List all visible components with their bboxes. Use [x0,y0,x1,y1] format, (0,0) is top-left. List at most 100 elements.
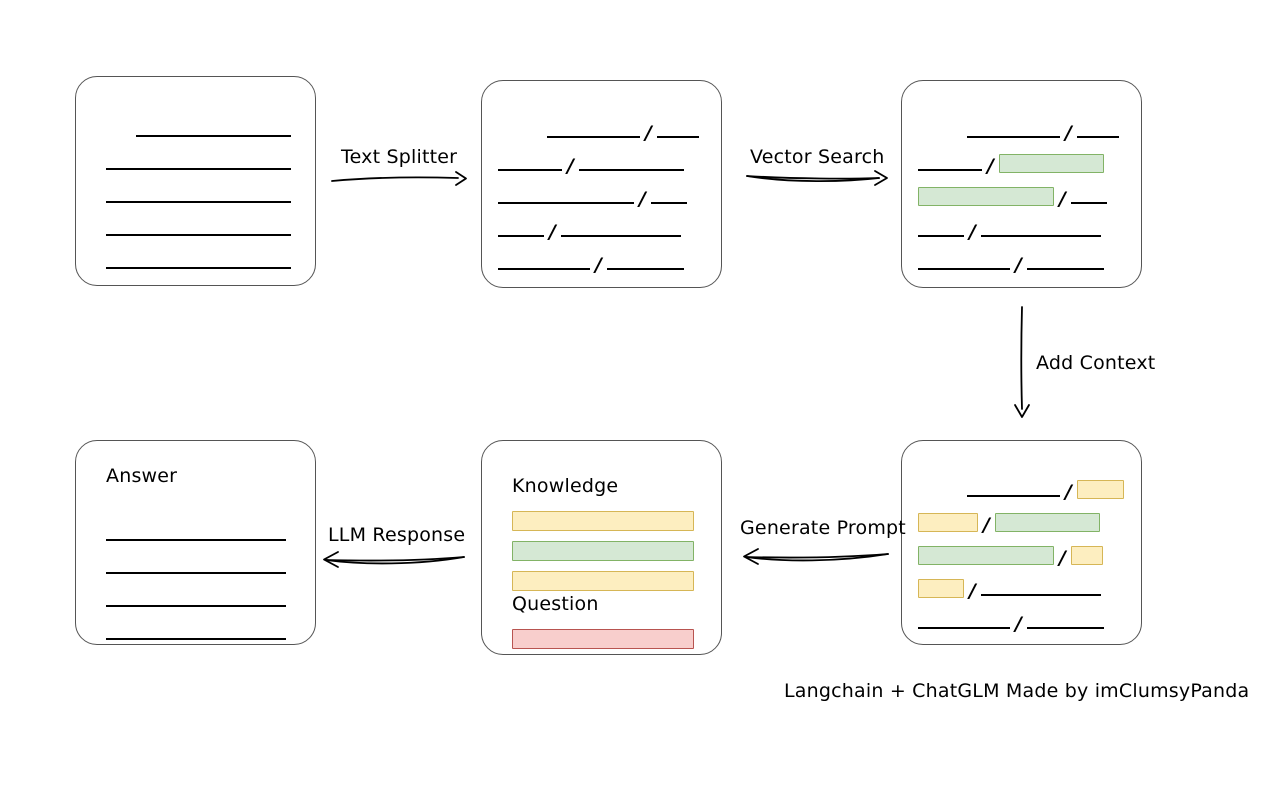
chunk-separator-slash: / [1059,188,1066,210]
text-line-segment [136,135,291,137]
text-line-row: / [902,116,1141,143]
text-line-row: / [902,541,1141,569]
text-line-segment [918,627,1010,629]
text-line-segment [606,268,684,270]
chunk-separator-slash: / [1065,481,1072,503]
text-line-segment [106,267,291,269]
arrow-vector-search [746,170,888,186]
chunk-separator-slash: / [1015,254,1022,276]
text-line-row [76,552,315,574]
text-line-segment [967,495,1060,497]
text-line-row [76,618,315,640]
answer-box: Answer [75,440,316,645]
prompt-section-heading: Question [512,593,599,615]
context-added-box: / / / / / [901,440,1142,645]
arrow-generate-prompt [743,548,889,565]
text-line-row: / [902,215,1141,243]
text-line-segment [547,136,640,138]
text-line-row: / [902,182,1141,210]
chunk-separator-slash: / [567,155,574,177]
footer-credit: Langchain + ChatGLM Made by imClumsyPand… [784,680,1250,702]
highlight-chip-yellow [1076,480,1124,499]
text-line-segment [1026,627,1104,629]
vector-matches-box: / / / / / [901,80,1142,288]
highlight-chip-yellow [1070,546,1103,565]
text-line-row: / [482,149,721,177]
chunk-separator-slash: / [969,221,976,243]
text-line-row [76,585,315,607]
text-line-segment [106,572,286,574]
text-line-segment [106,638,286,640]
vector-matches-lines: / / / / / [902,81,1141,287]
text-line-segment [918,268,1010,270]
arrow-label-add-context: Add Context [1036,352,1156,374]
arrow-label-vector-search: Vector Search [750,146,885,168]
arrow-add-context [1014,306,1030,418]
text-line-segment [967,136,1060,138]
text-line-row: / [902,149,1141,177]
text-line-row [76,214,315,236]
text-line-segment [980,235,1101,237]
text-line-segment [980,594,1101,596]
prompt-bar-green [512,541,694,561]
text-line-segment [106,605,286,607]
answer-lines [76,441,315,644]
text-line-row: / [902,607,1141,635]
prompt-bar-red [512,629,694,649]
chunk-separator-slash: / [595,254,602,276]
text-line-segment [498,268,590,270]
text-line-segment [498,202,634,204]
split-chunks-box: / / / / / [481,80,722,288]
text-line-row [76,247,315,269]
text-line-segment [1076,136,1119,138]
text-line-row [76,148,315,170]
highlight-chip-yellow [918,579,964,598]
text-line-segment [918,169,982,171]
arrow-label-text-splitter: Text Splitter [341,146,458,168]
text-line-segment [650,202,687,204]
text-line-row [76,115,315,137]
arrow-llm-response [323,551,465,568]
highlight-chip-green [994,513,1100,532]
highlight-chip-green [918,546,1054,565]
arrow-label-generate-prompt: Generate Prompt [740,517,906,539]
chunk-separator-slash: / [1059,547,1066,569]
chunk-separator-slash: / [987,155,994,177]
prompt-bar-yellow [512,511,694,531]
text-line-segment [578,169,684,171]
text-line-segment [106,201,291,203]
text-line-row: / [902,574,1141,602]
text-line-row: / [482,215,721,242]
text-line-row: / [482,116,721,144]
highlight-chip-green [918,187,1054,206]
text-line-segment [106,234,291,236]
text-line-row: / [902,475,1141,503]
text-line-segment [918,235,964,237]
text-line-row [76,519,315,541]
source-document-lines [76,77,315,285]
text-line-row: / [902,508,1141,535]
chunk-separator-slash: / [639,188,646,210]
text-line-segment [1070,202,1107,204]
split-chunks-lines: / / / / / [482,81,721,287]
chunk-separator-slash: / [1015,613,1022,635]
text-line-segment [498,235,544,237]
chunk-separator-slash: / [645,122,652,144]
text-line-segment [106,539,286,541]
context-added-lines: / / / / / [902,441,1141,644]
text-line-row [76,181,315,203]
answer-heading: Answer [106,465,178,487]
text-line-row: / [482,182,721,210]
text-line-segment [656,136,699,138]
text-line-segment [498,169,562,171]
source-document-box [75,76,316,286]
highlight-chip-yellow [918,513,978,532]
text-line-segment [1026,268,1104,270]
highlight-chip-green [998,154,1104,173]
chunk-separator-slash: / [969,580,976,602]
arrow-label-llm-response: LLM Response [328,524,466,546]
text-line-row: / [482,248,721,276]
